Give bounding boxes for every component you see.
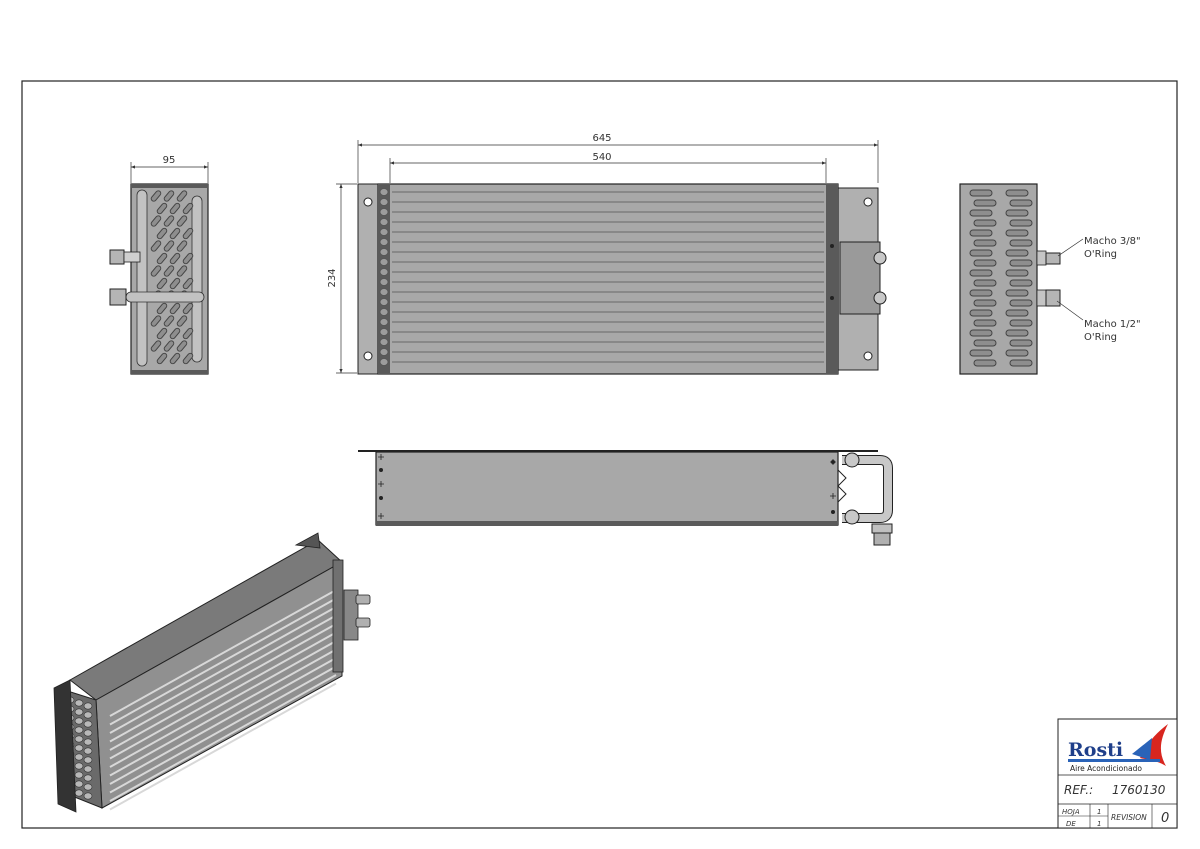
front-view: 645 540 234 [327,133,887,375]
de-value: 1 [1097,820,1101,828]
note-top-line1: Macho 3/8" [1084,236,1141,247]
isometric-view [53,532,371,813]
brand-tagline: Aire Acondicionado [1070,764,1142,773]
sheet-border [21,80,1178,829]
ref-value: 1760130 [1112,783,1166,797]
dim-height: 234 [327,268,338,287]
hoja-label: HOJA [1062,808,1080,816]
note-bottom-line2: O'Ring [1084,332,1117,343]
dim-coil-length: 540 [592,152,611,163]
revision-label: REVISION [1111,813,1147,822]
note-bottom-line1: Macho 1/2" [1084,319,1141,330]
side-view-left: 95 [109,155,209,375]
rosti-logo: Rosti Aire Acondicionado [1068,724,1168,773]
dim-overall-length: 645 [592,133,611,144]
title-block: Rosti Aire Acondicionado REF.: 1760130 H… [1057,718,1178,829]
side-view-right: Macho 3/8" O'Ring Macho 1/2" O'Ring [959,183,1141,375]
dim-side-width: 95 [163,155,176,166]
hoja-value: 1 [1097,808,1101,816]
brand-logo-text: Rosti [1068,739,1123,761]
top-view [358,450,893,546]
note-top-line2: O'Ring [1084,249,1117,260]
ref-label: REF.: [1064,783,1093,797]
de-label: DE [1066,820,1076,828]
revision-value: 0 [1161,811,1169,826]
